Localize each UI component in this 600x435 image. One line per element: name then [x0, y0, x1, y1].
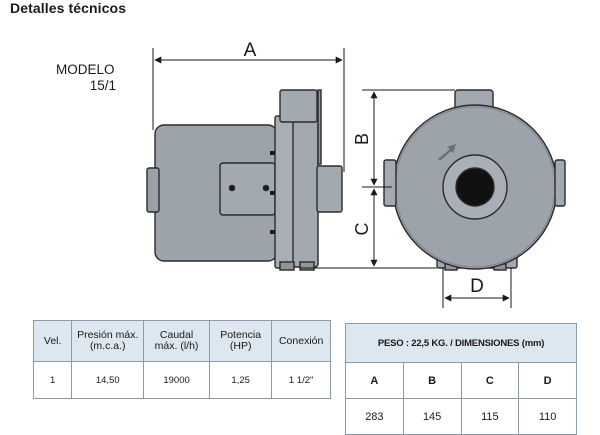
- specs-cell-conexion: 1 1/2": [271, 361, 331, 399]
- dimension-label-c: C: [352, 223, 372, 236]
- table-row: 283 145 115 110: [345, 398, 577, 435]
- dimension-a: [152, 48, 345, 172]
- specs-header-conexion: Conexión: [271, 320, 331, 362]
- pump-drawing: A B C D: [146, 40, 566, 308]
- page-title: Detalles técnicos: [10, 0, 127, 16]
- dimension-value-a: 283: [345, 398, 404, 435]
- dimension-value-d: 110: [518, 398, 577, 435]
- dimension-letter-a: A: [345, 362, 404, 399]
- dimension-b-c: [300, 89, 455, 269]
- specs-table: Vel. Presión máx. (m.c.a.) Caudal máx. (…: [32, 320, 331, 399]
- dimension-label-b: B: [352, 133, 372, 145]
- pump-front-view: [383, 89, 566, 271]
- dimension-label-a: A: [244, 40, 257, 61]
- dimension-letter-c: C: [460, 362, 520, 399]
- specs-cell-caudal: 19000: [143, 361, 210, 399]
- dimension-value-b: 145: [402, 398, 462, 435]
- rotation-arrow-icon: [438, 144, 456, 161]
- specs-header-potencia: Potencia (HP): [208, 320, 273, 362]
- table-row: 1 14,50 19000 1,25 1 1/2": [32, 361, 331, 399]
- specs-header-presion: Presión máx. (m.c.a.): [71, 320, 145, 362]
- dimensions-header: PESO : 22,5 KG. / DIMENSIONES (mm): [345, 323, 577, 363]
- dimension-letter-d: D: [518, 362, 577, 399]
- model-label: MODELO 15/1: [56, 62, 120, 94]
- dimension-label-d: D: [470, 276, 484, 297]
- specs-header-caudal: Caudal máx. (l/h): [143, 320, 210, 362]
- dimension-d: [442, 268, 512, 308]
- pump-side-view: [146, 89, 343, 271]
- specs-cell-potencia: 1,25: [208, 361, 273, 399]
- specs-table-header-row: Vel. Presión máx. (m.c.a.) Caudal máx. (…: [32, 320, 331, 362]
- specs-cell-presion: 14,50: [71, 361, 145, 399]
- dimension-value-c: 115: [460, 398, 520, 435]
- dimensions-table: PESO : 22,5 KG. / DIMENSIONES (mm) A B C…: [345, 323, 577, 435]
- dimensions-table-header-row: PESO : 22,5 KG. / DIMENSIONES (mm): [345, 323, 577, 363]
- table-row: A B C D: [345, 362, 577, 399]
- dimension-letter-b: B: [402, 362, 462, 399]
- model-label-line2: 15/1: [89, 78, 116, 93]
- specs-cell-vel: 1: [32, 361, 73, 399]
- model-label-line1: MODELO: [56, 62, 115, 77]
- specs-header-vel: Vel.: [32, 320, 73, 362]
